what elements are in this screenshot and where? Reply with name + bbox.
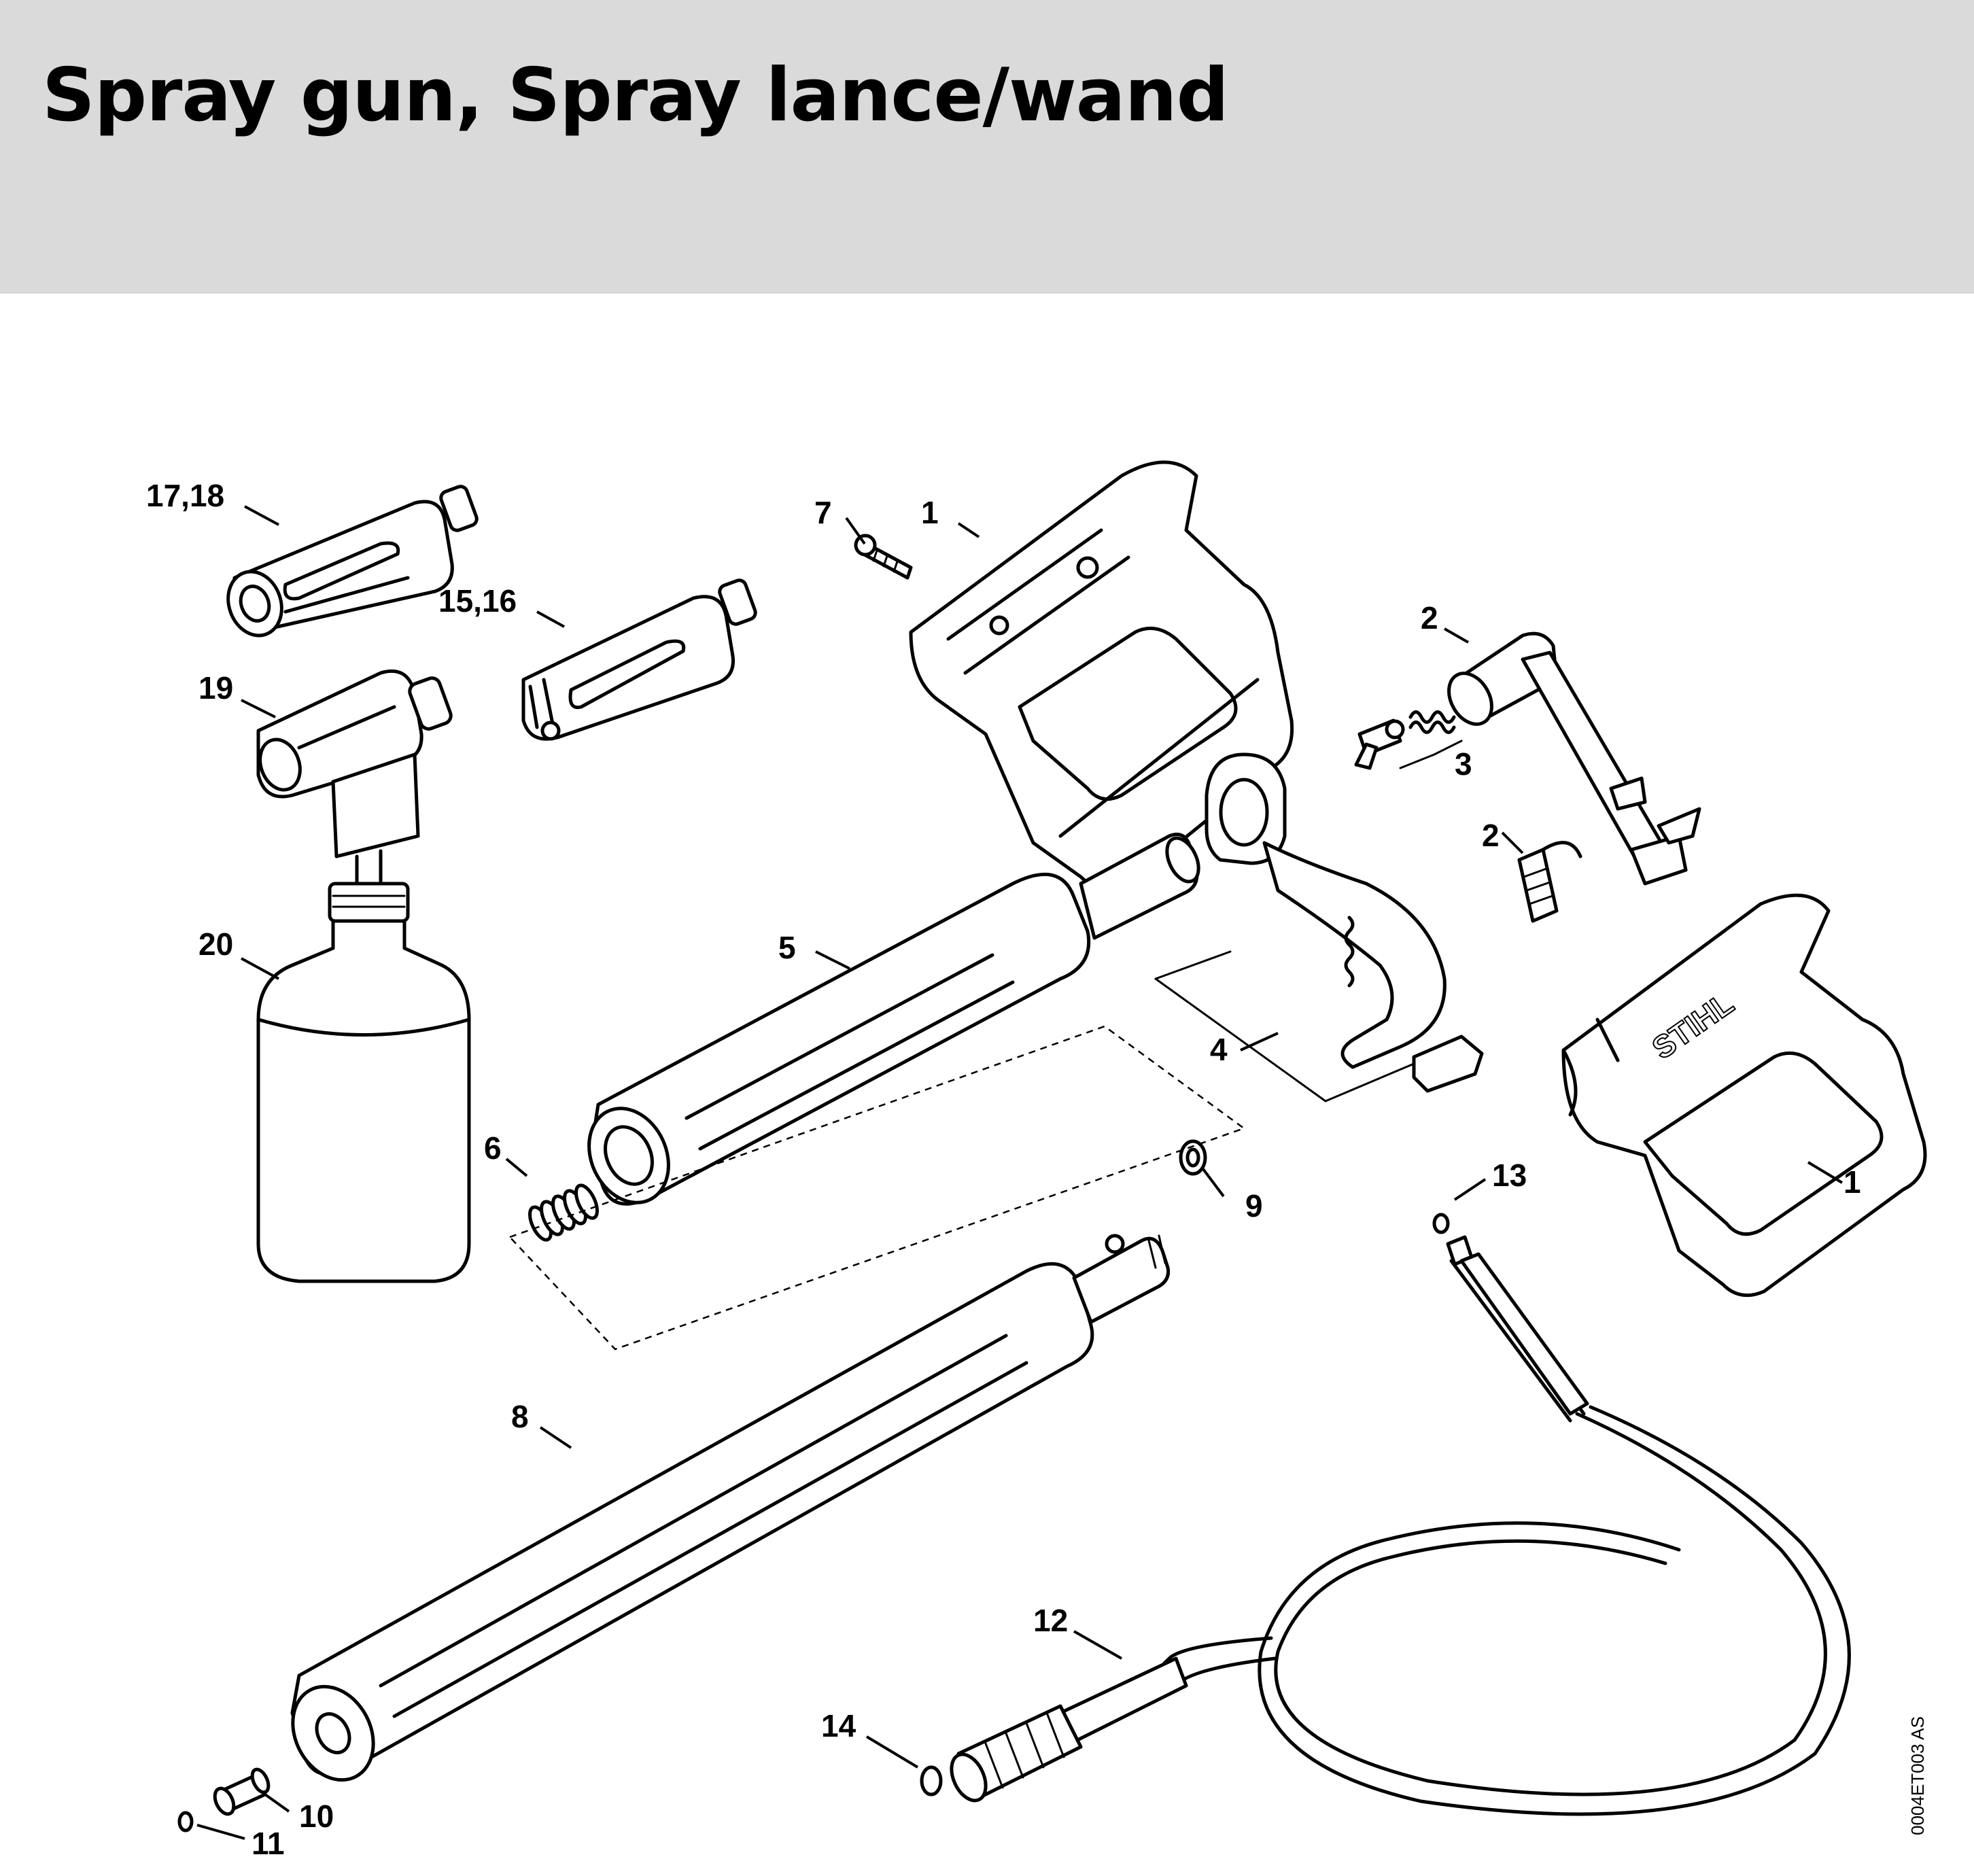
callout-2-top: 2	[1421, 600, 1438, 636]
part-trigger-4[interactable]	[1205, 752, 1484, 1093]
part-o-ring-14[interactable]	[920, 1765, 943, 1796]
header-band: Spray gun, Spray lance/wand	[0, 0, 1974, 294]
callout-17-18: 17,18	[146, 478, 224, 513]
callout-14: 14	[821, 1708, 856, 1743]
part-valve-insert-3[interactable]	[1354, 710, 1463, 770]
callout-8: 8	[511, 1399, 529, 1434]
callout-1-top: 1	[921, 495, 939, 530]
callout-15-16: 15,16	[438, 583, 517, 619]
callout-2-mid: 2	[1482, 818, 1500, 853]
part-detergent-bottle-20[interactable]	[256, 882, 471, 1283]
callout-4: 4	[1210, 1032, 1228, 1067]
document-reference-code: 0004ET003 AS	[1907, 1716, 1928, 1835]
part-o-ring-11[interactable]	[177, 1811, 194, 1832]
callout-7: 7	[814, 495, 832, 530]
part-adapter-10[interactable]	[211, 1767, 272, 1817]
part-o-ring-9[interactable]	[1179, 1139, 1207, 1176]
part-lance-tube-5[interactable]	[574, 833, 1205, 1216]
part-nozzle-15-16[interactable]	[521, 578, 757, 741]
callout-labels: 17,18 15,16 19 20 7 1 2 3 2 5 4 6 9 13 1…	[146, 478, 1861, 1861]
callout-13: 13	[1492, 1158, 1527, 1193]
callout-5: 5	[778, 930, 796, 965]
part-spray-lance-8[interactable]	[277, 1234, 1171, 1794]
part-valve-2-top[interactable]	[1440, 631, 1701, 886]
callout-12: 12	[1033, 1603, 1068, 1638]
part-gun-housing-1-right[interactable]: STIHL	[1561, 893, 1927, 1298]
callout-leader-lines	[196, 505, 1843, 1840]
part-gun-housing-1-left[interactable]	[909, 460, 1294, 891]
callout-10: 10	[299, 1799, 334, 1834]
callout-6: 6	[484, 1130, 502, 1166]
assembly-outline-dashed	[508, 950, 1415, 1351]
part-nozzle-17-18[interactable]	[220, 485, 479, 643]
page-title: Spray gun, Spray lance/wand	[42, 53, 1229, 138]
exploded-parts-diagram: STIHL	[0, 294, 1974, 1876]
part-o-ring-13[interactable]	[1432, 1213, 1450, 1234]
callout-19: 19	[198, 670, 233, 706]
part-high-pressure-hose-12[interactable]	[945, 1235, 1851, 1816]
callout-9: 9	[1245, 1188, 1263, 1223]
part-clip-2[interactable]	[1517, 841, 1582, 923]
callout-3: 3	[1455, 746, 1472, 782]
callout-11: 11	[252, 1826, 285, 1861]
callout-20: 20	[198, 926, 233, 962]
part-foam-nozzle-19[interactable]	[254, 669, 453, 916]
callout-1-right: 1	[1843, 1164, 1861, 1200]
part-spring-6[interactable]	[525, 1182, 602, 1243]
